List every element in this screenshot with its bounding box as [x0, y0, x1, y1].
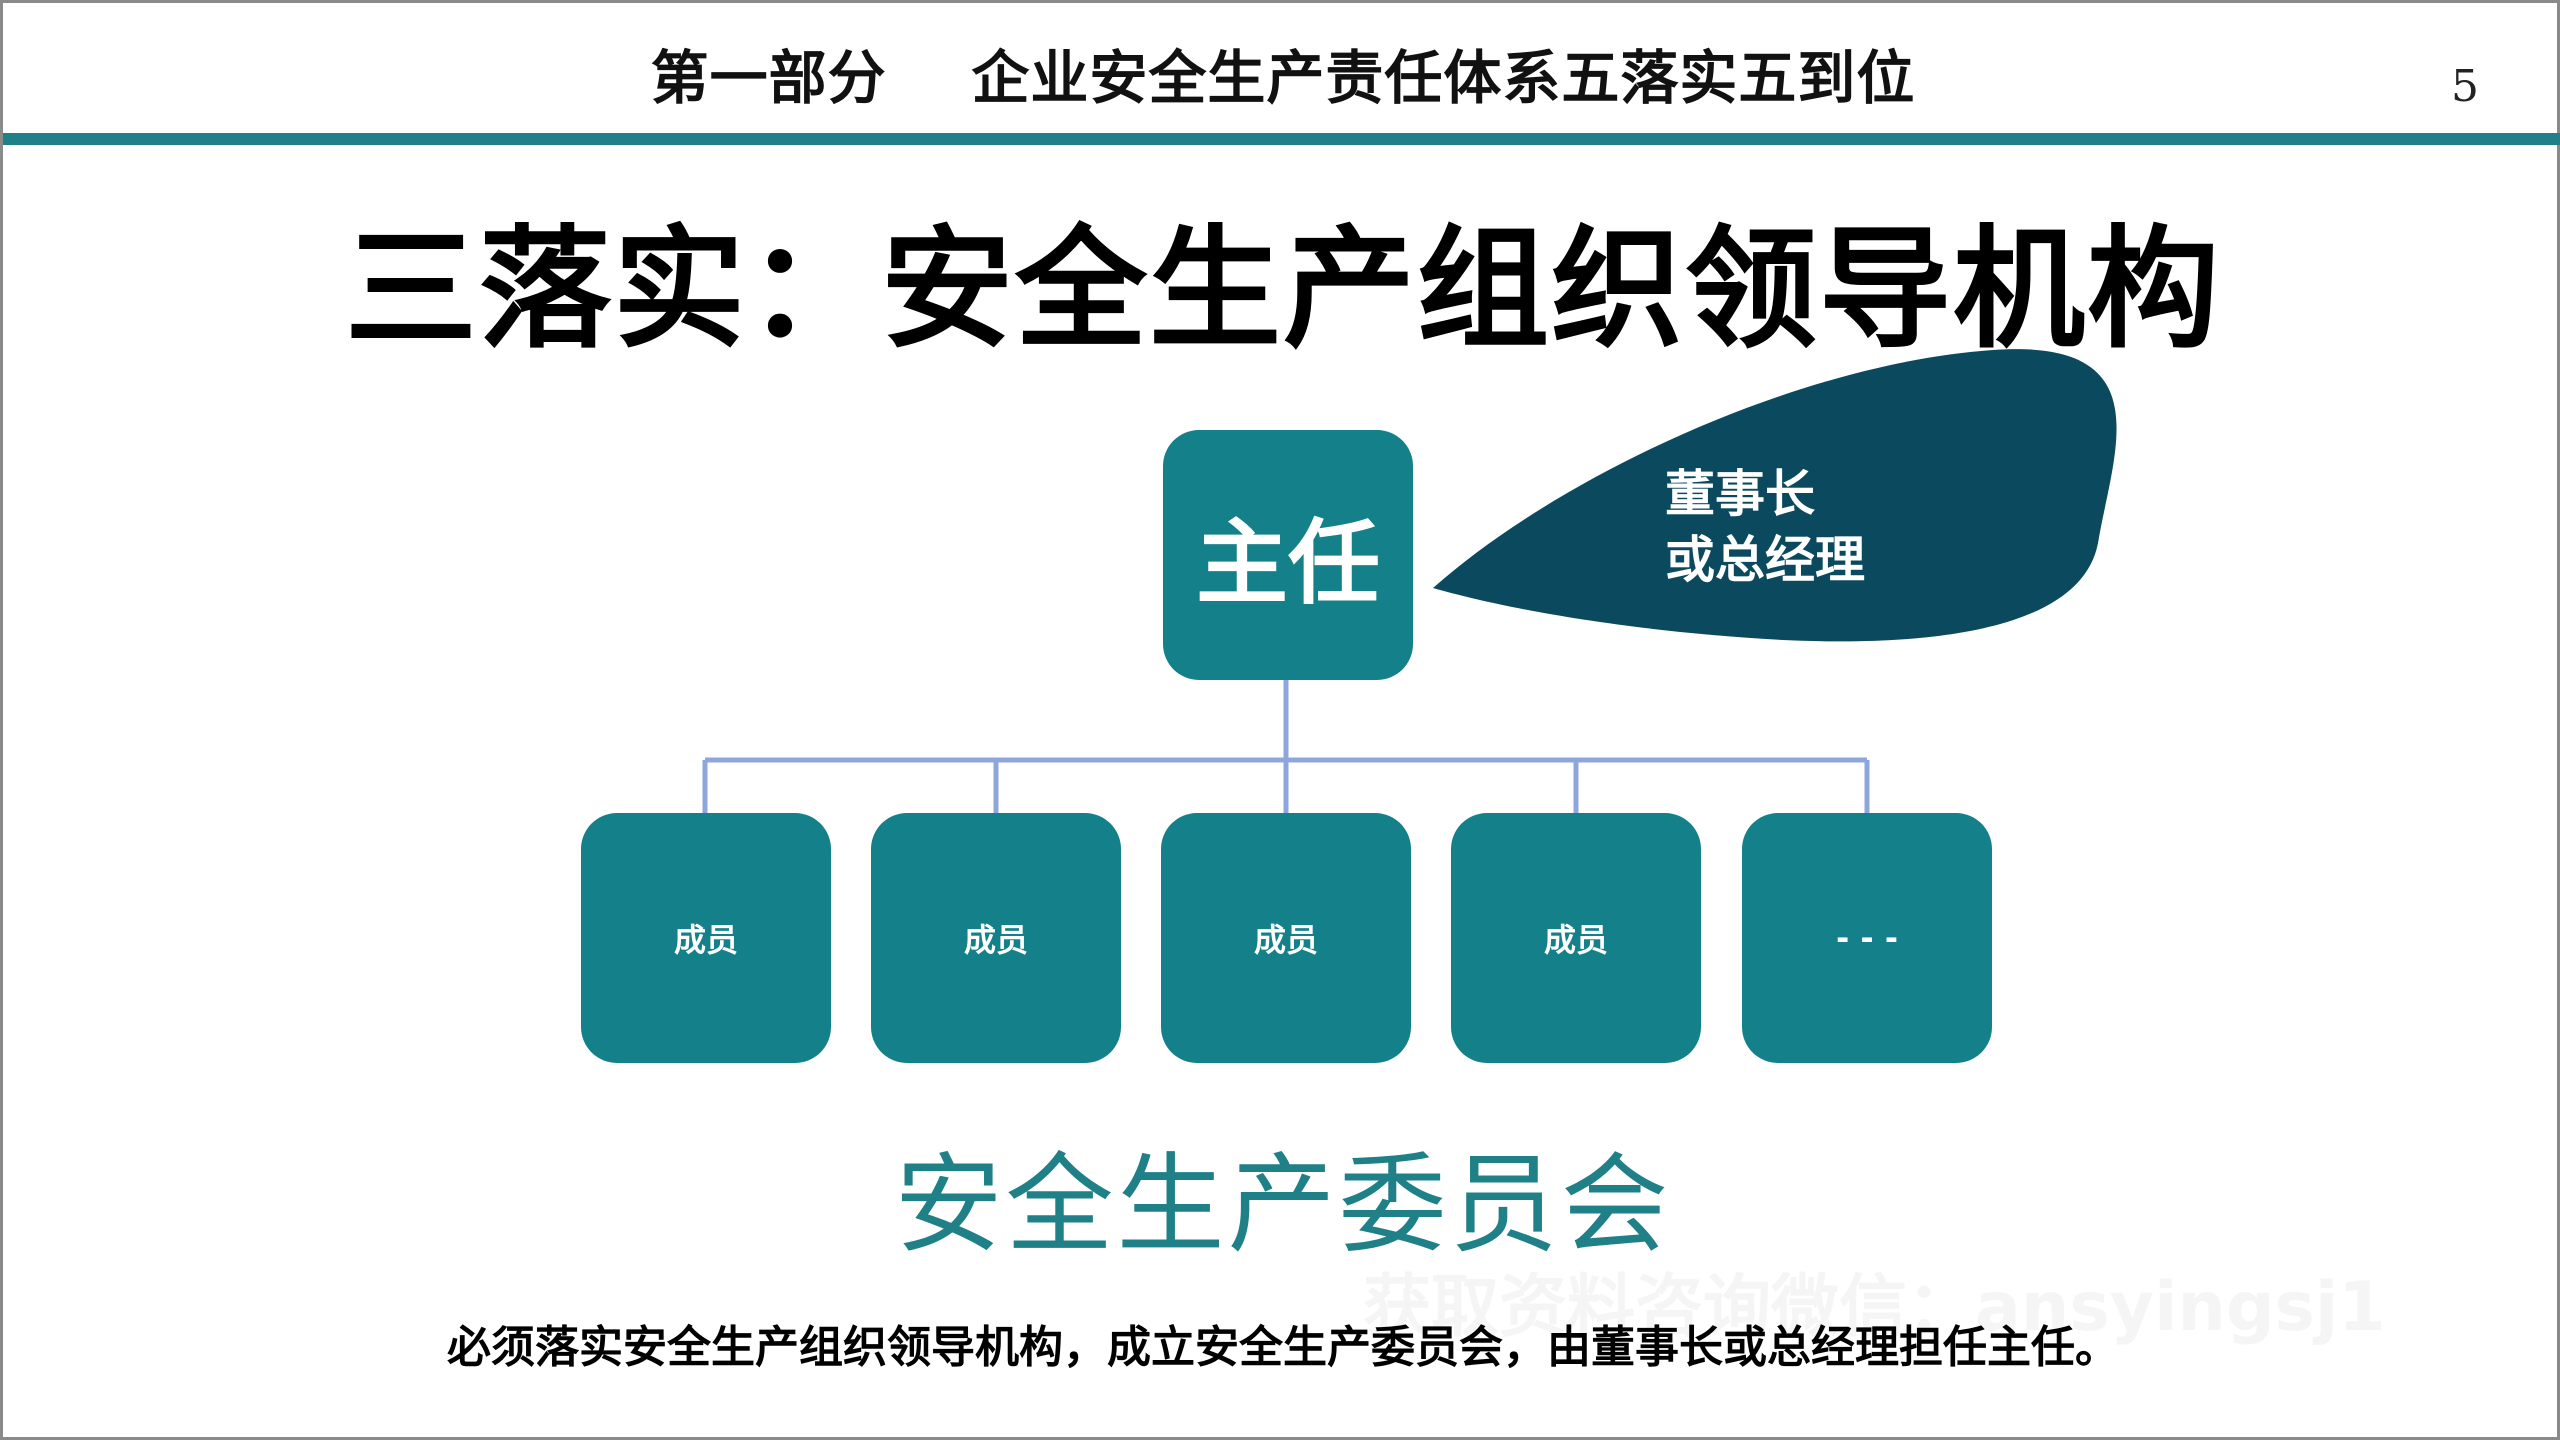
- member-box: [1451, 813, 1701, 1063]
- director-label: 主任: [1195, 509, 1380, 617]
- director-note-bubble: [1433, 349, 2117, 642]
- member-box: [1161, 813, 1411, 1063]
- member-label: 成员: [673, 921, 738, 959]
- member-box: [1742, 813, 1992, 1063]
- watermark: 获取资料咨询微信：ansyingsj1: [1363, 1268, 2386, 1347]
- footnote: 必须落实安全生产组织领导机构，成立安全生产委员会，由董事长或总经理担任主任。: [447, 1322, 2119, 1373]
- main-title: 三落实：安全生产组织领导机构: [345, 213, 2221, 367]
- member-box: [581, 813, 831, 1063]
- header-rule: [3, 133, 2560, 145]
- committee-name: 安全生产委员会: [894, 1143, 1672, 1268]
- member-label: 成员: [963, 921, 1028, 959]
- page-number: 5: [2451, 61, 2479, 112]
- org-chart: [581, 349, 2117, 1063]
- connector-lines: [702, 680, 1870, 813]
- director-note: 董事长 或总经理: [1665, 461, 1865, 593]
- section-title: 第一部分 企业安全生产责任体系五落实五到位: [650, 44, 1916, 112]
- director-note-line-1: 董事长: [1665, 465, 1815, 523]
- member-label: 成员: [1543, 921, 1608, 959]
- director-note-line-2: 或总经理: [1665, 531, 1865, 589]
- member-box: [871, 813, 1121, 1063]
- director-box: [1163, 430, 1413, 680]
- member-label-ellipsis: - - -: [1835, 919, 1899, 957]
- member-label: 成员: [1253, 921, 1318, 959]
